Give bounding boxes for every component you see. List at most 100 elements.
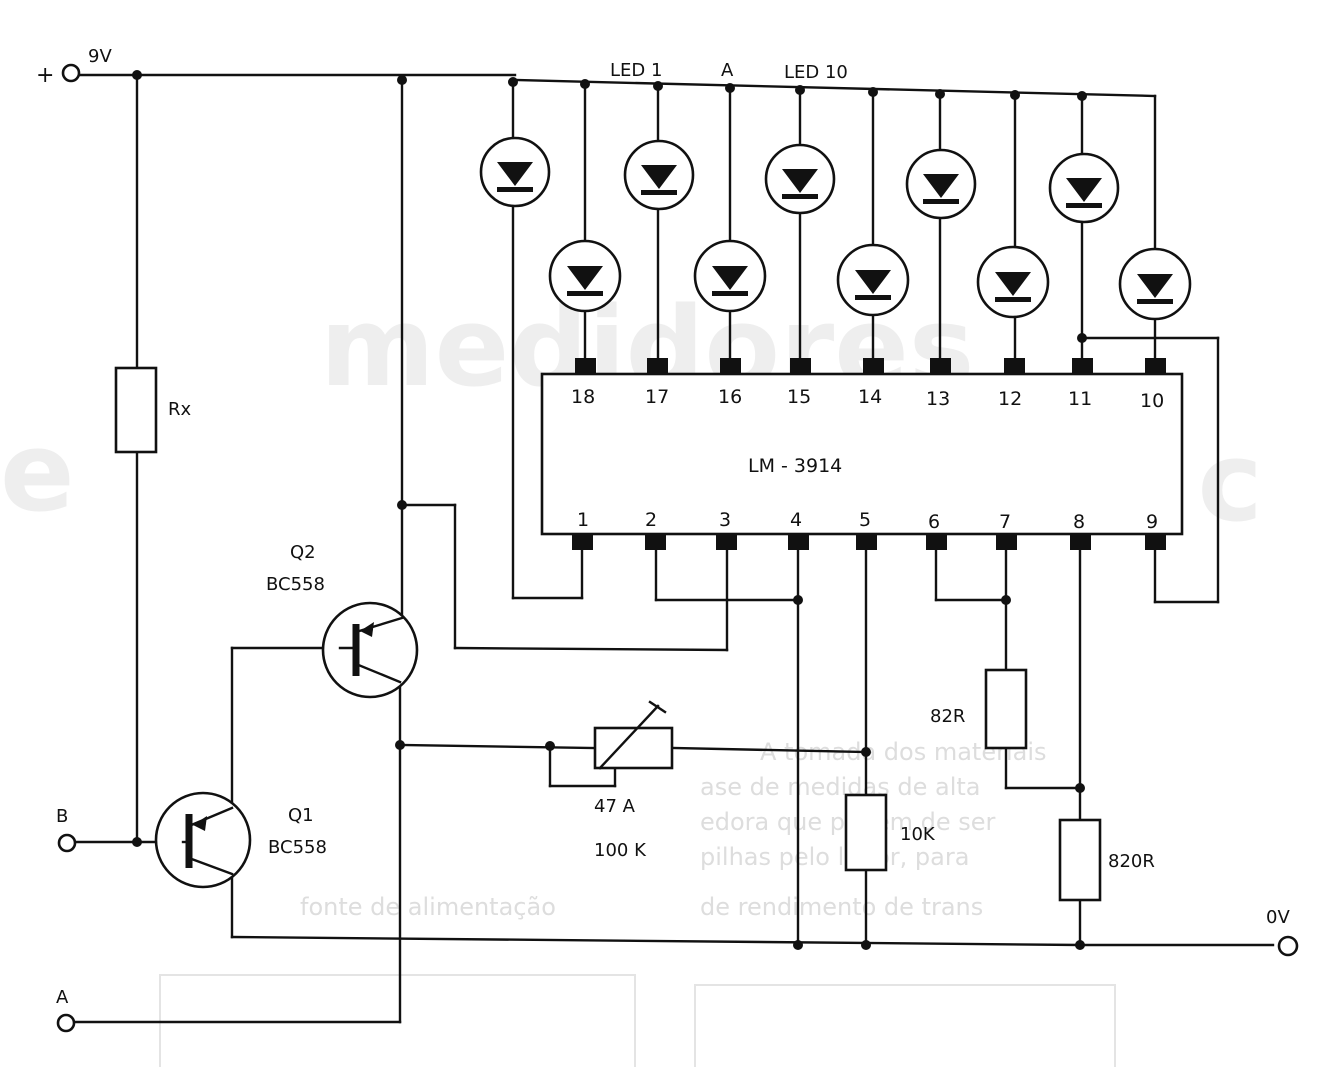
ic-pad bbox=[645, 534, 666, 550]
ic-pin-number: 12 bbox=[998, 388, 1022, 410]
input-b-label: B bbox=[56, 806, 68, 827]
junctions bbox=[132, 70, 1087, 950]
input-b-terminal bbox=[57, 833, 77, 853]
ic-pin-number: 1 bbox=[577, 509, 589, 531]
led bbox=[905, 148, 977, 220]
ic-pad bbox=[1070, 534, 1091, 550]
led bbox=[836, 243, 910, 317]
led bbox=[1118, 247, 1192, 321]
ic-pad bbox=[1072, 358, 1093, 374]
led bbox=[1048, 152, 1120, 224]
ic-pin-number: 17 bbox=[645, 386, 669, 408]
ic-pad bbox=[575, 358, 596, 374]
ic-pin-number: 5 bbox=[859, 509, 871, 531]
transistor-q1: Q1 BC558 bbox=[154, 791, 327, 889]
junction-dot bbox=[1075, 940, 1085, 950]
ic-lm3914: LM - 3914 18 17 16 15 14 13 12 11 10 1 2 bbox=[540, 358, 1184, 550]
resistors: Rx 82R 820R 10K bbox=[114, 366, 1155, 902]
ic-pad bbox=[996, 534, 1017, 550]
q2-ref-label: Q2 bbox=[290, 542, 316, 563]
junction-dot bbox=[793, 595, 803, 605]
svg-text:de rendimento de trans: de rendimento de trans bbox=[700, 893, 983, 921]
led bbox=[548, 239, 622, 313]
ic-pin-number: 8 bbox=[1073, 511, 1085, 533]
ic-pin-number: 16 bbox=[718, 386, 742, 408]
q1-part-label: BC558 bbox=[268, 837, 327, 858]
resistor-820r bbox=[1058, 818, 1102, 902]
supply-voltage-label: 9V bbox=[88, 46, 112, 67]
junction-dot bbox=[132, 837, 142, 847]
led1-label: LED 1 bbox=[610, 60, 662, 81]
r820-label: 820R bbox=[1108, 851, 1155, 872]
junction-dot bbox=[580, 79, 590, 89]
ic-pad bbox=[572, 534, 593, 550]
ic-pad bbox=[926, 534, 947, 550]
ic-pad bbox=[1145, 358, 1166, 374]
ic-pin-number: 9 bbox=[1146, 511, 1158, 533]
top-a-label: A bbox=[721, 60, 734, 81]
resistor-10k bbox=[844, 793, 888, 872]
r10k-label: 10K bbox=[900, 824, 936, 845]
ground-label: 0V bbox=[1266, 907, 1290, 928]
q2-part-label: BC558 bbox=[266, 574, 325, 595]
svg-text:fonte de alimentação: fonte de alimentação bbox=[300, 893, 556, 921]
rx-label: Rx bbox=[168, 399, 192, 420]
transistor-q2: Q2 BC558 bbox=[266, 542, 419, 699]
ic-pin-number: 10 bbox=[1140, 390, 1164, 412]
ground-terminal bbox=[1277, 935, 1299, 957]
junction-dot bbox=[1001, 595, 1011, 605]
ic-pin-number: 6 bbox=[928, 511, 940, 533]
junction-dot bbox=[1010, 90, 1020, 100]
ic-pad bbox=[1004, 358, 1025, 374]
ic-pad bbox=[720, 358, 741, 374]
junction-dot bbox=[861, 940, 871, 950]
svg-text:pilhas pelo leitor, para: pilhas pelo leitor, para bbox=[700, 843, 969, 871]
junction-dot bbox=[861, 747, 871, 757]
ic-pad bbox=[788, 534, 809, 550]
ic-pin-number: 2 bbox=[645, 509, 657, 531]
ic-pin-number: 18 bbox=[571, 386, 595, 408]
junction-dot bbox=[132, 70, 142, 80]
junction-dot bbox=[725, 83, 735, 93]
leds bbox=[479, 136, 1192, 321]
ic-pin-number: 4 bbox=[790, 509, 802, 531]
plus-sign: + bbox=[36, 63, 54, 88]
led bbox=[693, 239, 767, 313]
junction-dot bbox=[1077, 91, 1087, 101]
ic-pin-number: 15 bbox=[787, 386, 811, 408]
ic-pin-number: 7 bbox=[999, 511, 1011, 533]
ic-pad bbox=[790, 358, 811, 374]
junction-dot bbox=[795, 85, 805, 95]
junction-dot bbox=[397, 500, 407, 510]
q1-ref-label: Q1 bbox=[288, 805, 314, 826]
pot-value-label: 100 K bbox=[594, 840, 647, 861]
pot-ref-label: 47 A bbox=[594, 796, 636, 817]
led bbox=[479, 136, 551, 208]
junction-dot bbox=[1077, 333, 1087, 343]
junction-dot bbox=[508, 77, 518, 87]
led bbox=[976, 245, 1050, 319]
wires bbox=[73, 73, 1275, 1024]
ic-body bbox=[540, 372, 1184, 536]
junction-dot bbox=[395, 740, 405, 750]
junction-dot bbox=[935, 89, 945, 99]
input-a-terminal bbox=[56, 1013, 76, 1033]
led bbox=[764, 143, 836, 215]
top-labels: LED 1 A LED 10 bbox=[610, 60, 848, 83]
ic-pin-number: 3 bbox=[719, 509, 731, 531]
ic-pad bbox=[930, 358, 951, 374]
r82-label: 82R bbox=[930, 706, 965, 727]
junction-dot bbox=[653, 81, 663, 91]
ic-pad bbox=[647, 358, 668, 374]
svg-text:e: e bbox=[0, 408, 75, 536]
ic-pin-number: 14 bbox=[858, 386, 882, 408]
junction-dot bbox=[545, 741, 555, 751]
ic-pad bbox=[716, 534, 737, 550]
supply-terminal bbox=[61, 63, 81, 83]
resistor-82r bbox=[984, 668, 1028, 750]
terminals: + 9V B A 0V bbox=[36, 46, 1299, 1033]
led bbox=[623, 139, 695, 211]
junction-dot bbox=[793, 940, 803, 950]
led10-label: LED 10 bbox=[784, 62, 848, 83]
